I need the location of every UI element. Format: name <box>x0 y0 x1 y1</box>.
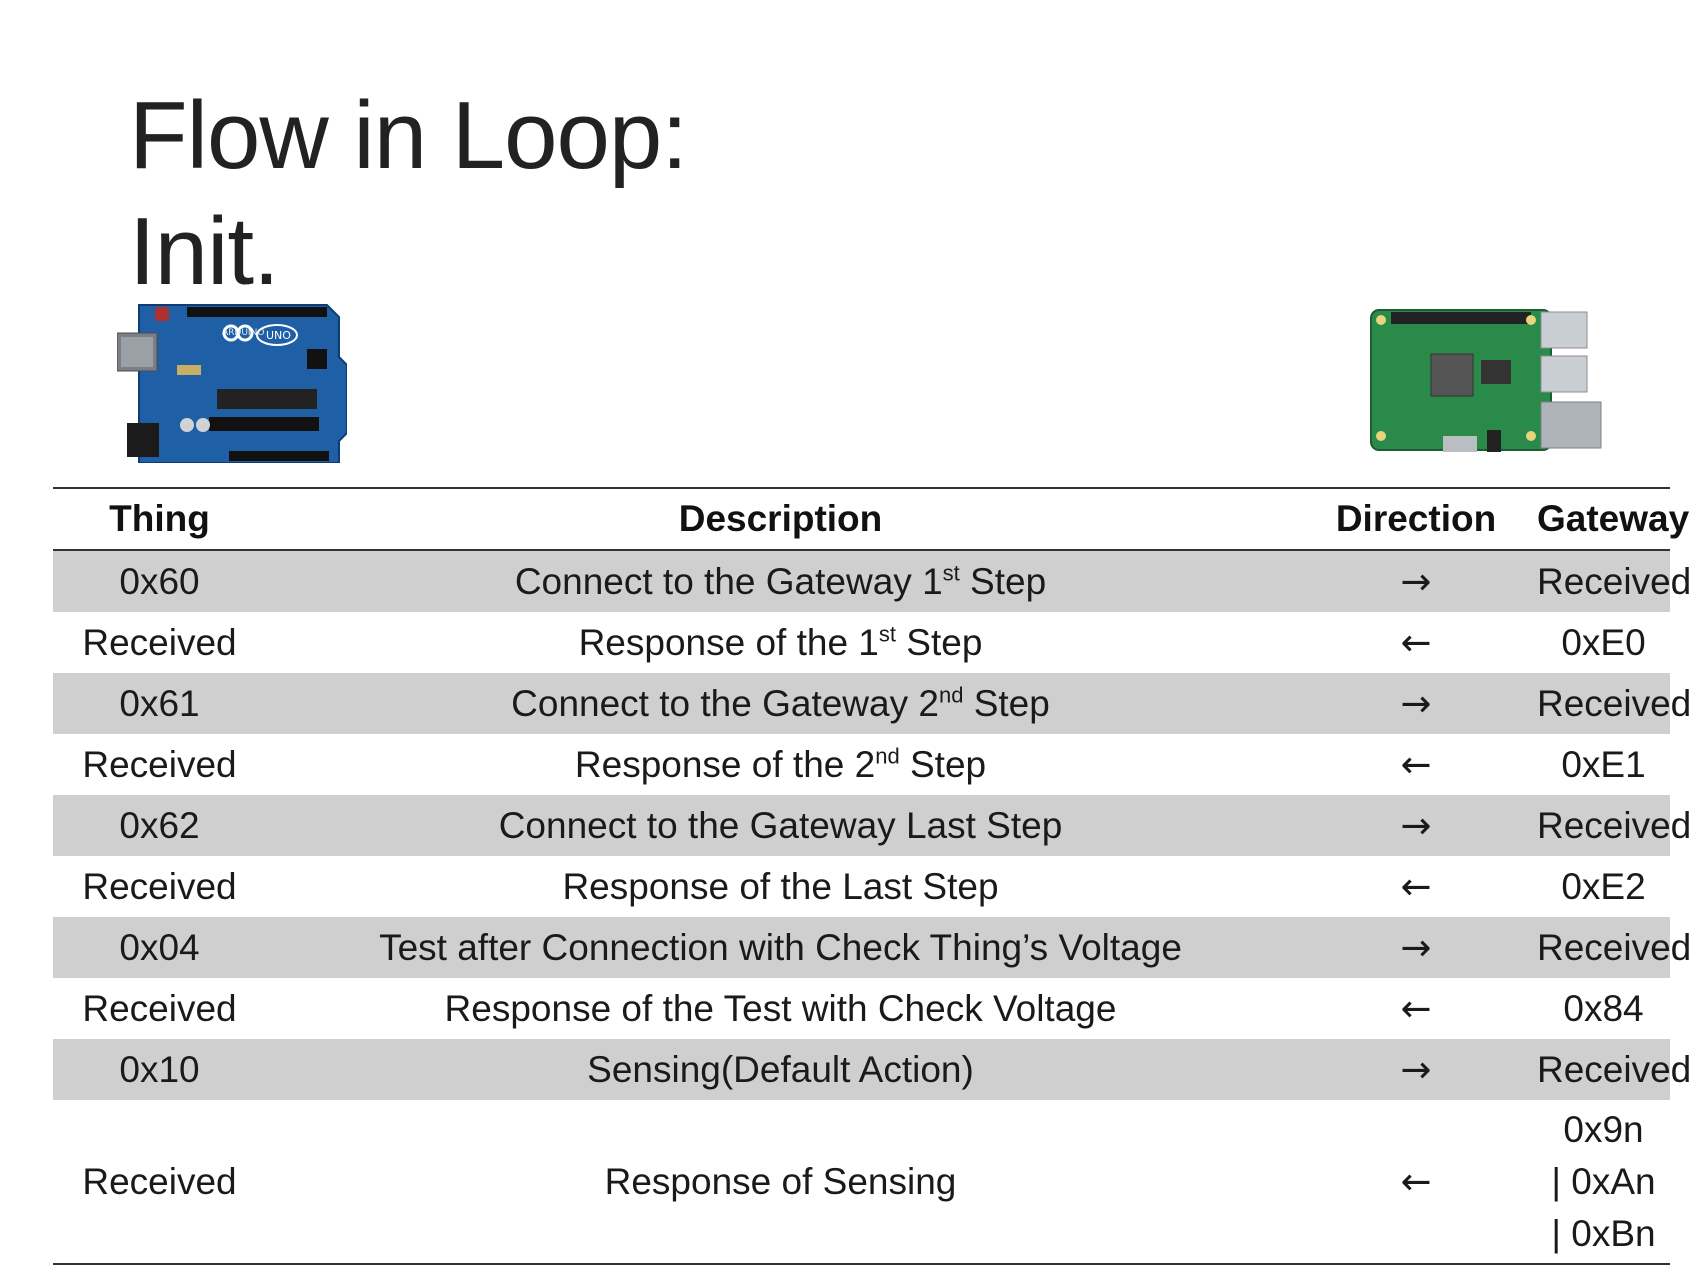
description-text: Connect to the Gateway 1 <box>514 560 943 602</box>
cell-direction: → <box>1295 917 1537 978</box>
cell-thing: 0x60 <box>53 550 266 612</box>
description-text: Sensing(Default Action) <box>587 1048 974 1090</box>
description-text: Connect to the Gateway 2 <box>511 682 939 724</box>
table-row: Received Response of the Last Step ← 0xE2 <box>53 856 1670 917</box>
arduino-board-image: ARDUINO UNO <box>117 304 347 463</box>
cell-gateway: 0xE1 <box>1561 743 1646 785</box>
cell-gateway: 0x84 <box>1563 987 1644 1029</box>
cell-gateway: 0xE2 <box>1561 865 1646 907</box>
cell-gateway: Received <box>1537 550 1691 612</box>
cell-description: Connect to the Gateway 2nd Step <box>266 673 1295 734</box>
table-row: 0x04 Test after Connection with Check Thi… <box>53 917 1691 978</box>
description-text: Test after Connection with Check Thing’s… <box>379 926 1182 968</box>
gateway-line: 0x9n <box>1563 1108 1644 1150</box>
description-text: Response of the 1 <box>578 621 879 663</box>
cell-description: Response of the Last Step <box>266 856 1295 917</box>
cell-thing: 0x10 <box>53 1039 266 1100</box>
table-row: 0x10 Sensing(Default Action) →Received <box>53 1039 1691 1100</box>
cell-thing: Received <box>82 621 237 663</box>
ordinal-suffix: nd <box>875 743 900 769</box>
cell-gateway: 0xE0 <box>1561 621 1646 663</box>
cell-gateway: Received <box>1537 1039 1691 1100</box>
gateway-line: | 0xBn <box>1551 1212 1656 1254</box>
ordinal-suffix: st <box>942 560 960 586</box>
cell-direction: ← <box>1400 865 1432 908</box>
cell-gateway: Received <box>1537 673 1691 734</box>
cell-thing: 0x04 <box>53 917 266 978</box>
table-row: Received Response of the 2nd Step ← 0xE1 <box>53 734 1670 795</box>
description-text: Step <box>963 682 1050 724</box>
cell-gateway: Received <box>1537 795 1691 856</box>
ordinal-suffix: nd <box>938 682 964 708</box>
cell-direction: → <box>1295 1039 1537 1100</box>
slide-title-line2: Init. <box>129 198 280 305</box>
cell-description: Connect to the Gateway Last Step <box>266 795 1295 856</box>
table-row: 0x62 Connect to the Gateway Last Step →Rec… <box>53 795 1691 856</box>
description-text: Step <box>899 743 987 785</box>
cell-direction: → <box>1295 673 1537 734</box>
cell-thing: Received <box>82 865 237 907</box>
header-gateway: Gateway <box>1537 498 1690 539</box>
raspberry-pi-board-image <box>1370 309 1602 452</box>
cell-gateway: Received <box>1537 917 1691 978</box>
cell-thing: 0x61 <box>53 673 266 734</box>
cell-thing: Received <box>82 987 237 1029</box>
cell-thing: Received <box>82 743 237 785</box>
cell-gateway: 0x9n | 0xAn | 0xBn <box>1537 1100 1670 1264</box>
cell-direction: ← <box>1400 1160 1432 1203</box>
svg-text:ARDUINO: ARDUINO <box>222 328 264 338</box>
table-row: Received Response of the 1st Step ← 0xE0 <box>53 612 1670 673</box>
slide-title-line1: Flow in Loop: <box>129 82 688 189</box>
cell-thing: 0x62 <box>53 795 266 856</box>
header-description: Description <box>678 498 883 539</box>
header-direction: Direction <box>1335 498 1497 539</box>
description-text: Response of the Test with Check Voltage <box>444 987 1117 1029</box>
cell-description: Connect to the Gateway 1st Step <box>266 550 1295 612</box>
cell-direction: → <box>1295 550 1537 612</box>
table-header: Thing Description Direction Gateway <box>53 488 1690 550</box>
description-text: Step <box>896 621 983 663</box>
cell-thing: Received <box>82 1160 237 1202</box>
ordinal-suffix: st <box>878 621 897 647</box>
description-text: Connect to the Gateway Last Step <box>498 804 1063 846</box>
description-text: Step <box>959 560 1047 602</box>
flow-table: Thing Description Direction Gateway 0x60… <box>53 487 1691 1265</box>
table-row: Received Response of Sensing ← 0x9n | 0x… <box>53 1100 1670 1264</box>
header-thing: Thing <box>109 498 210 539</box>
description-text: Response of the Last Step <box>562 865 999 907</box>
cell-direction: ← <box>1400 743 1432 786</box>
cell-direction: ← <box>1400 987 1432 1030</box>
cell-description: Response of the Test with Check Voltage <box>266 978 1295 1039</box>
gateway-line: | 0xAn <box>1551 1160 1656 1202</box>
cell-description: Response of the 1st Step <box>266 612 1295 673</box>
cell-description: Response of the 2nd Step <box>266 734 1295 795</box>
svg-text:UNO: UNO <box>266 329 291 342</box>
description-text: Response of the 2 <box>574 743 876 785</box>
cell-description: Test after Connection with Check Thing’s… <box>266 917 1295 978</box>
cell-description: Response of Sensing <box>604 1160 957 1202</box>
cell-description: Sensing(Default Action) <box>266 1039 1295 1100</box>
table-row: Received Response of the Test with Check … <box>53 978 1670 1039</box>
cell-direction: ← <box>1400 621 1432 664</box>
cell-direction: → <box>1295 795 1537 856</box>
slide-title: Flow in Loop: Init. <box>129 78 688 310</box>
